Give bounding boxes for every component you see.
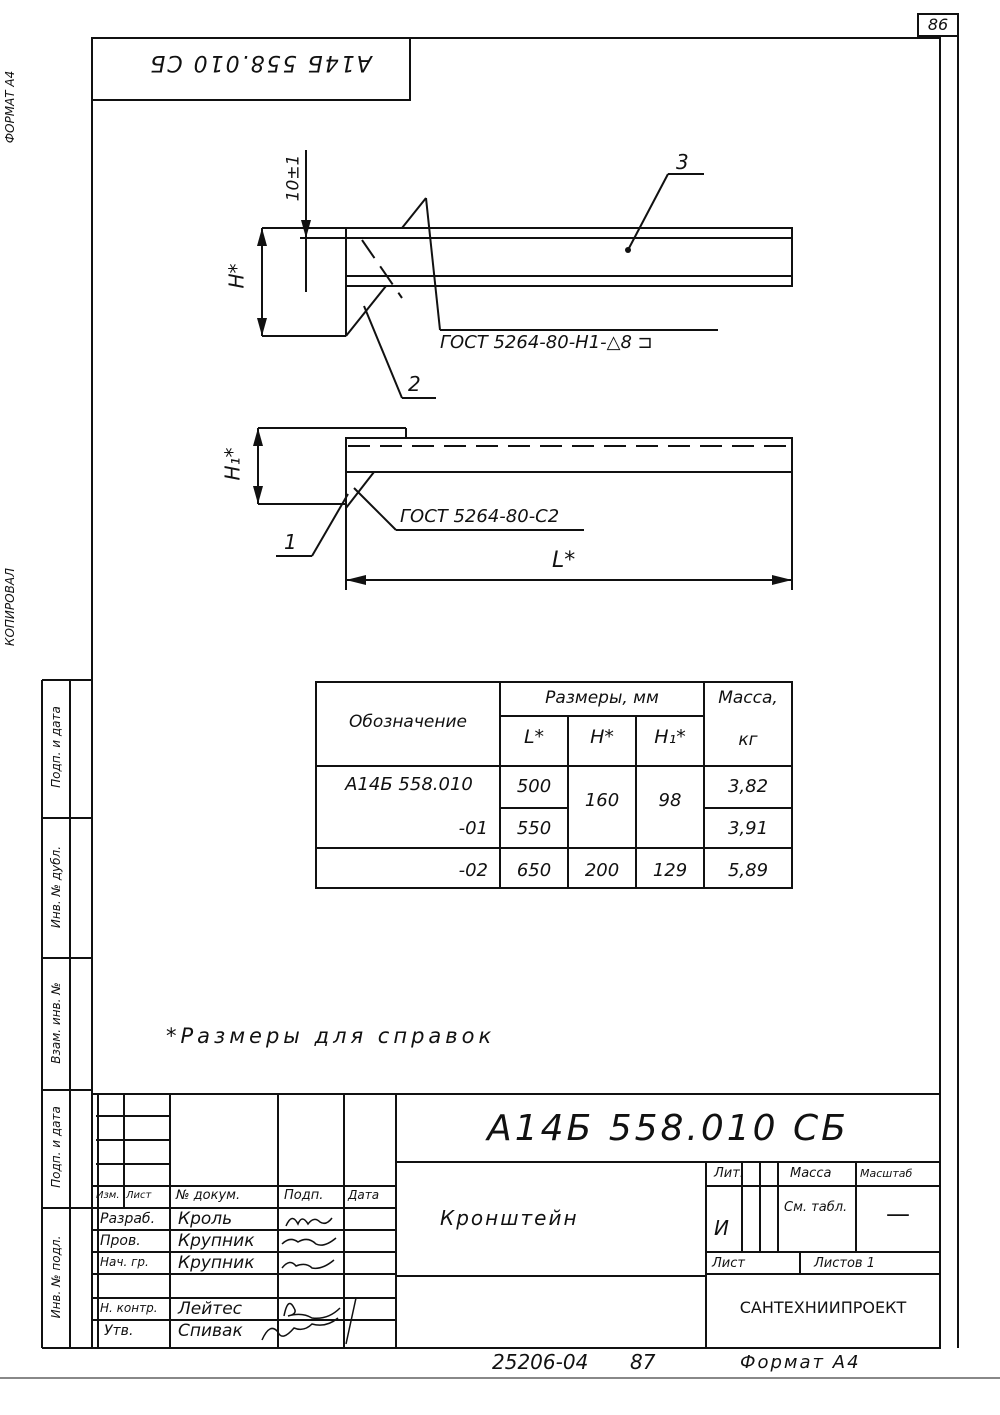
dim-l: L* xyxy=(552,548,576,573)
table-header-h: Н* xyxy=(590,726,614,748)
role-label: Разраб. xyxy=(100,1211,156,1227)
page-number: 86 xyxy=(927,15,949,34)
tb-sheets-label: Листов 1 xyxy=(814,1256,875,1271)
role-person: Крупник xyxy=(178,1253,255,1273)
role-label: Н. контр. xyxy=(100,1301,158,1315)
row-mass: 5,89 xyxy=(727,860,769,881)
role-person: Спивак xyxy=(178,1321,243,1341)
row-mass: 3,91 xyxy=(727,818,769,839)
tb-mass-value: См. табл. xyxy=(784,1200,848,1215)
role-person: Лейтес xyxy=(178,1299,242,1319)
row-l: 550 xyxy=(516,818,552,839)
bottom-number: 87 xyxy=(630,1350,656,1374)
row-designation: -01 xyxy=(458,818,488,839)
table-header-mass-unit: кг xyxy=(738,730,758,750)
row-mass: 3,82 xyxy=(727,776,769,797)
row-designation: -02 xyxy=(458,860,488,881)
row-h: 200 xyxy=(584,860,620,881)
tb-lit-value: И xyxy=(714,1216,729,1240)
role-label: Нач. гр. xyxy=(100,1255,149,1269)
role-person: Крупник xyxy=(178,1231,255,1251)
title-designation: А14Б 558.010 СБ xyxy=(487,1108,849,1149)
row-designation: А14Б 558.010 xyxy=(345,774,473,795)
tb-sheet-label: Лист xyxy=(712,1256,745,1271)
table-header-designation: Обозначение xyxy=(349,712,467,732)
row-l: 500 xyxy=(516,776,552,797)
role-label: Пров. xyxy=(100,1233,141,1249)
role-person: Кроль xyxy=(178,1209,233,1229)
tb-organization: САНТЕХНИИПРОЕКТ xyxy=(739,1298,907,1317)
callout-3: 3 xyxy=(676,150,689,174)
tb-header-date: Дата xyxy=(348,1188,380,1202)
table-header-l: L* xyxy=(523,726,545,748)
row-h1: 129 xyxy=(652,860,688,881)
tb-lit-header: Лит. xyxy=(714,1166,744,1181)
tb-header-list: Лист xyxy=(126,1190,152,1201)
bottom-code: 25206-04 xyxy=(492,1350,589,1374)
table-header-mass: Масса, xyxy=(718,688,778,708)
title-name: Кронштейн xyxy=(440,1206,579,1230)
weld-note-bottom: ГОСТ 5264-80-С2 xyxy=(400,506,560,527)
tb-header-sign: Подп. xyxy=(284,1188,324,1203)
footnote: *Размеры для справок xyxy=(166,1024,496,1048)
merged-h1-value: 98 xyxy=(658,790,682,811)
tb-header-doc: № докум. xyxy=(176,1188,241,1203)
format-bottom-label: Формат А4 xyxy=(740,1352,861,1373)
tb-mass-header: Масса xyxy=(790,1166,832,1181)
weld-note-top: ГОСТ 5264-80-Н1-△8 ⊐ xyxy=(440,332,653,353)
row-l: 650 xyxy=(516,860,552,881)
table-header-sizes: Размеры, мм xyxy=(545,688,659,708)
tb-scale-header: Масштаб xyxy=(860,1167,913,1180)
tb-scale-value: — xyxy=(886,1200,910,1228)
callout-2: 2 xyxy=(408,372,421,396)
tb-header-izm: Изм. xyxy=(96,1190,120,1201)
callout-1: 1 xyxy=(284,530,297,554)
merged-h-value: 160 xyxy=(584,790,620,811)
table-header-h1: Н₁* xyxy=(654,726,686,748)
role-label: Утв. xyxy=(104,1323,134,1339)
